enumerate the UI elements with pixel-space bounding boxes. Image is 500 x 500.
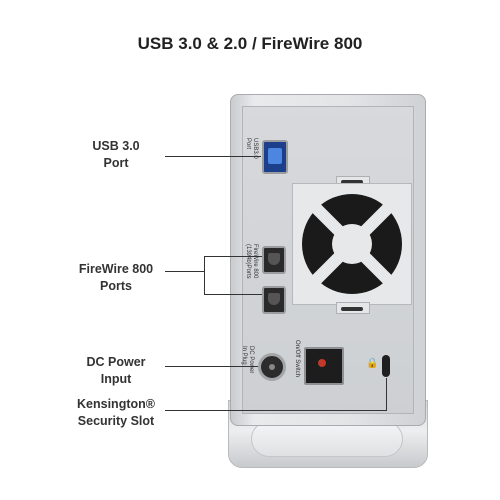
firewire-port-icon xyxy=(262,286,286,314)
kensington-leader-v xyxy=(386,378,387,410)
fan-plate xyxy=(292,183,412,305)
firewire-port-icon xyxy=(262,246,286,274)
usb-port-icon xyxy=(262,140,288,174)
power-switch-icon xyxy=(304,347,344,385)
fw-bracket-bottom xyxy=(204,294,262,295)
fw-bracket-v xyxy=(204,256,205,294)
dc-plug-text: DC Power In Plug xyxy=(241,346,254,374)
kensington-leader-h xyxy=(165,410,387,411)
fw-bracket-top xyxy=(204,256,262,257)
usb-leader xyxy=(165,156,261,157)
fw-leader-h xyxy=(165,271,205,272)
kensington-label: Kensington® Security Slot xyxy=(77,397,155,428)
stand-opening xyxy=(251,421,403,457)
firewire-ports-label: FireWire 800 Ports xyxy=(78,262,154,293)
dc-jack-icon xyxy=(258,353,286,381)
fw-ports-text: FireWire 800 (1394b)Ports xyxy=(245,244,258,279)
kensington-slot xyxy=(382,355,390,377)
fan-icon xyxy=(302,194,402,294)
page-title: USB 3.0 & 2.0 / FireWire 800 xyxy=(137,34,363,53)
lock-icon: 🔒 xyxy=(366,358,379,369)
dc-leader xyxy=(165,366,258,367)
fan-top-grip xyxy=(341,180,363,184)
usb3-port-label: USB 3.0 Port xyxy=(92,139,140,170)
switch-text: On/Off Switch xyxy=(294,340,300,377)
dc-power-label: DC Power Input xyxy=(86,355,146,386)
fan-bottom-grip xyxy=(341,307,363,311)
